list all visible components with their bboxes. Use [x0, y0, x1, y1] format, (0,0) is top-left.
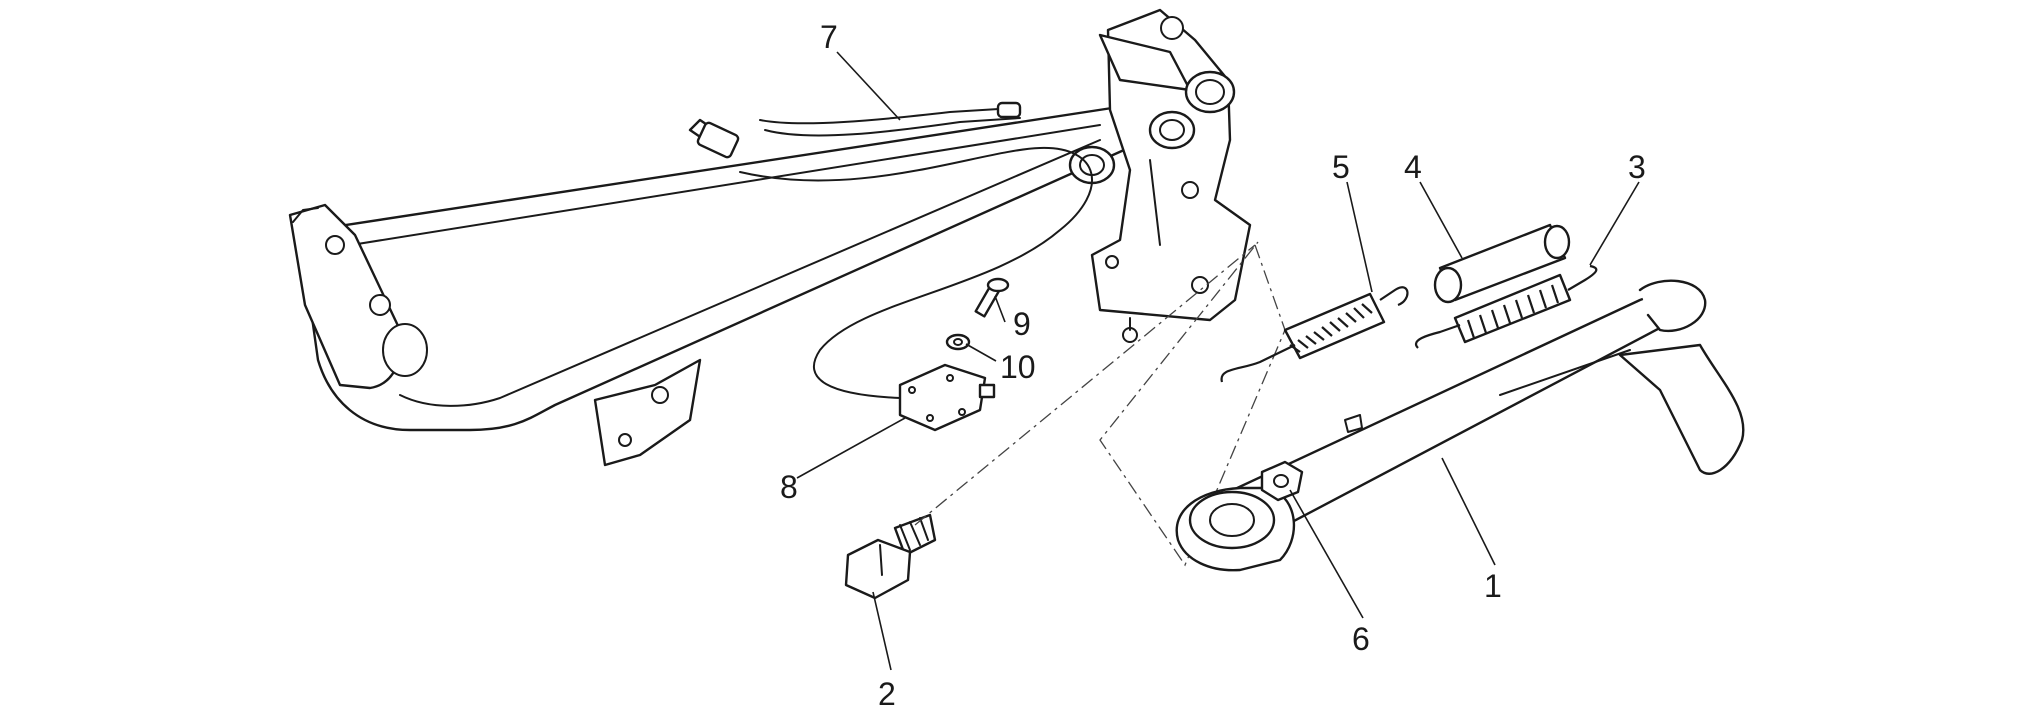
assembly-lines	[914, 241, 1286, 567]
callout-labels: 1 2 3 4 5 6 7 8 9 10	[780, 19, 1646, 712]
leader-lines	[796, 51, 1640, 671]
part-8-switch	[898, 363, 996, 432]
part-9-screw	[974, 277, 1010, 318]
callout-3: 3	[1628, 149, 1646, 185]
callout-7: 7	[820, 19, 838, 55]
part-7-wiring	[688, 101, 1094, 399]
callout-8: 8	[780, 469, 798, 505]
part-10-washer	[945, 333, 971, 351]
part-1-side-stand	[1175, 279, 1745, 572]
callout-4: 4	[1404, 149, 1422, 185]
callout-10: 10	[1000, 349, 1036, 385]
callout-1: 1	[1484, 568, 1502, 604]
side-stand-bracket	[1068, 8, 1252, 343]
part-2-bolt	[844, 513, 937, 600]
callout-2: 2	[878, 676, 896, 712]
callout-9: 9	[1013, 306, 1031, 342]
frame-tube	[288, 106, 1126, 467]
part-5-spring	[1220, 286, 1409, 383]
part-4-sleeve	[1433, 223, 1571, 304]
callout-5: 5	[1332, 149, 1350, 185]
part-3-spring	[1415, 264, 1598, 349]
callout-6: 6	[1352, 621, 1370, 657]
part-6-nut	[1260, 460, 1304, 502]
